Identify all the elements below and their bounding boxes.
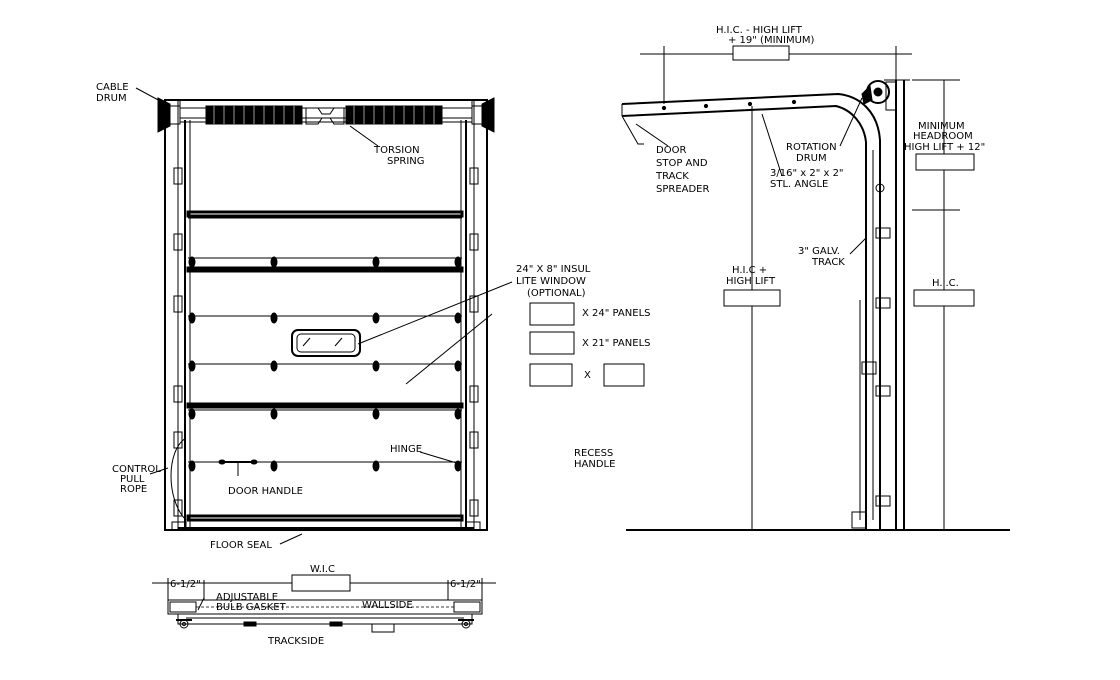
min-headroom-box: [915, 153, 975, 171]
panel-custom-box-1: [529, 363, 573, 387]
hic-label: H.I.C.: [932, 278, 959, 289]
panel-24-count-box: [529, 302, 575, 326]
galv-track-label-2: TRACK: [811, 257, 845, 268]
recess-handle-label-1: RECESS: [574, 448, 613, 459]
hic-high-lift-label-1: H.I.C. - HIGH LIFT: [716, 25, 803, 36]
control-pull-rope: [170, 437, 187, 521]
min-headroom-label-3: HIGH LIFT + 12": [904, 142, 985, 153]
side-view: H.I.C. - HIGH LIFT + 19" (MINIMUM) H.I.C…: [621, 25, 1010, 531]
torsion-spring-label-1: TORSION: [373, 145, 420, 156]
hic-plus-high-lift-label-1: H.I.C +: [732, 265, 767, 276]
door-stop-label-3: TRACK: [655, 171, 689, 182]
plan-view: W.I.C 6-1/2" 6-1/2" ADJUSTABLE BULB GASK…: [152, 564, 496, 647]
panel-21-count-box: [529, 331, 575, 355]
right-dim-label: 6-1/2": [450, 579, 481, 590]
front-view: CABLE DRUM TORSION SPRING 24" X 8" INSUL…: [96, 82, 650, 551]
window-note-2: LITE WINDOW: [516, 276, 586, 287]
door-frame: [164, 99, 488, 531]
panel-x-label: X: [584, 370, 591, 381]
cable-drum-right: [481, 97, 495, 133]
door-stop-label-1: DOOR: [656, 145, 686, 156]
stl-angle-label-1: 3/16" x 2" x 2": [770, 168, 844, 179]
cable-drum-label-2: DRUM: [96, 93, 127, 104]
door-handle-label: DOOR HANDLE: [228, 486, 303, 497]
panel-24-label: X 24" PANELS: [582, 308, 650, 319]
control-rope-label-3: ROPE: [120, 484, 147, 495]
trackside-label: TRACKSIDE: [267, 636, 324, 647]
hic-high-lift-box: [732, 45, 790, 61]
min-headroom-label-2: HEADROOM: [913, 131, 973, 142]
hinge-label: HINGE: [390, 444, 422, 455]
window-note-3: (OPTIONAL): [527, 288, 586, 299]
recess-handle-label-2: HANDLE: [574, 459, 615, 470]
floor-seal-label: FLOOR SEAL: [210, 540, 272, 551]
panel-custom-box-2: [603, 363, 645, 387]
panel-21-label: X 21" PANELS: [582, 338, 650, 349]
gasket-label-2: BULB GASKET: [216, 602, 287, 613]
control-rope-label-2: PULL: [120, 474, 145, 485]
left-dim-label: 6-1/2": [170, 579, 201, 590]
door-stop-label-4: SPREADER: [656, 184, 710, 195]
cable-drum-left: [157, 97, 171, 133]
control-rope-label-1: CONTROL: [112, 464, 161, 475]
hic-box: [913, 289, 975, 307]
window-note-1: 24" X 8" INSUL: [516, 264, 591, 275]
torsion-spring-label-2: SPRING: [387, 156, 425, 167]
hic-high-lift-label-2: + 19" (MINIMUM): [728, 35, 815, 46]
cable-drum-label-1: CABLE: [96, 82, 129, 93]
wic-label: W.I.C: [310, 564, 335, 575]
rotation-drum-label-2: DRUM: [796, 153, 827, 164]
stl-angle-label-2: STL. ANGLE: [770, 179, 828, 190]
wic-dimension-box: [291, 574, 351, 592]
recess-handle-plan: [371, 623, 395, 633]
wallside-label: WALLSIDE: [362, 600, 413, 611]
hic-plus-high-lift-label-2: HIGH LIFT: [726, 276, 776, 287]
hic-plus-high-lift-box: [723, 289, 781, 307]
rotation-drum-label-1: ROTATION: [786, 142, 837, 153]
door-stop-label-2: STOP AND: [656, 158, 708, 169]
gasket-label-1: ADJUSTABLE: [216, 592, 278, 603]
min-headroom-label-1: MINIMUM: [918, 121, 965, 132]
galv-track-label-1: 3" GALV.: [798, 246, 840, 257]
